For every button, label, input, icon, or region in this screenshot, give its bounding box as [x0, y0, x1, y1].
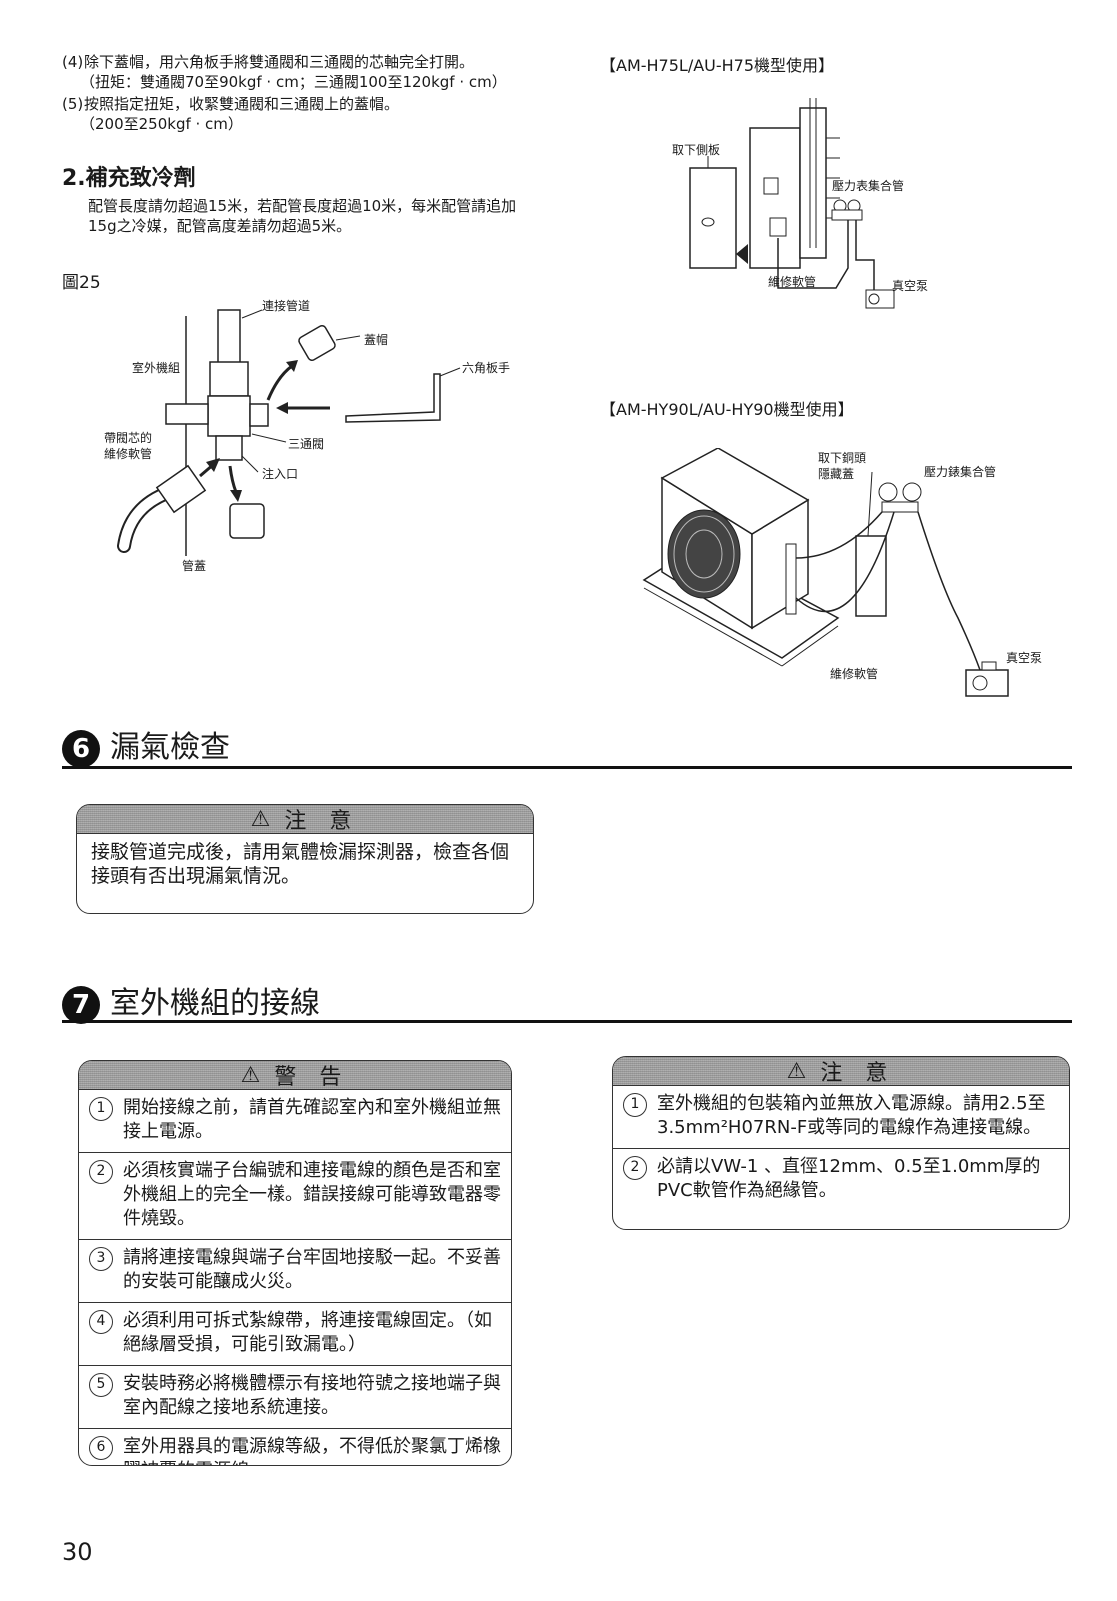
hy90-label-cover2: 隱藏蓋	[818, 467, 854, 481]
hy90-label-pump: 真空泵	[1006, 651, 1042, 665]
figure-25-diagram: 連接管道 蓋帽 室外機組 六角板手 帶閥芯的 維修軟管 三通閥 注入口 管蓋	[90, 296, 530, 586]
warning-item: 2 必須核實端子台編號和連接電線的顏色是否和室外機組上的完全一樣。錯誤接線可能導…	[79, 1153, 511, 1240]
step-number: (5)	[62, 95, 84, 113]
refill-heading: 2.補充致冷劑	[62, 166, 196, 191]
fig25-label-outdoor: 室外機組	[132, 360, 180, 375]
warning-title: 警 告	[274, 1065, 350, 1090]
warning-header: ⚠ 警 告	[79, 1061, 511, 1090]
section-6-caution-box: ⚠ 注 意 接駁管道完成後，請用氣體檢漏探測器，檢查各個接頭有否出現漏氣情況。	[76, 804, 534, 914]
item-text: 必請以VW-1 、直徑12mm、0.5至1.0mm厚的PVC軟管作為絕緣管。	[657, 1156, 1041, 1201]
item-text: 請將連接電線與端子台牢固地接駁一起。不妥善的安裝可能釀成火災。	[123, 1247, 501, 1292]
warning-item: 4 必須利用可拆式紮線帶，將連接電線固定。（如絕緣層受損，可能引致漏電。）	[79, 1303, 511, 1366]
item-text: 室外用器具的電源線等級，不得低於聚氯丁烯橡膠被覆的電源線。	[123, 1436, 501, 1465]
item-number: 3	[89, 1247, 113, 1271]
item-number: 1	[89, 1097, 113, 1121]
caution-header: ⚠ 注 意	[613, 1057, 1069, 1086]
item-text: 必須核實端子台編號和連接電線的顏色是否和室外機組上的完全一樣。錯誤接線可能導致電…	[123, 1160, 501, 1229]
fig25-label-cap: 蓋帽	[364, 332, 388, 347]
h75-label-side-panel: 取下側板	[672, 143, 720, 157]
section-6-rule	[62, 766, 1072, 769]
warning-item: 6 室外用器具的電源線等級，不得低於聚氯丁烯橡膠被覆的電源線。	[79, 1429, 511, 1465]
h75-label-pump: 真空泵	[892, 279, 928, 293]
hy90-label-gauge: 壓力錶集合管	[924, 464, 996, 479]
hy90-label-hose: 維修軟管	[830, 666, 878, 681]
caution-item: 2 必請以VW-1 、直徑12mm、0.5至1.0mm厚的PVC軟管作為絕緣管。	[613, 1149, 1069, 1211]
step-text: 按照指定扭矩，收緊雙通閥和三通閥上的蓋帽。	[84, 95, 400, 113]
section-6-title: 6 漏氣檢查	[62, 730, 230, 768]
warning-item: 1 開始接線之前，請首先確認室內和室外機組並無接上電源。	[79, 1090, 511, 1153]
section-7-rule	[62, 1020, 1072, 1023]
item-number: 6	[89, 1436, 113, 1460]
caution-title: 注 意	[284, 809, 360, 834]
item-number: 4	[89, 1310, 113, 1334]
caution-title: 注 意	[820, 1061, 896, 1086]
section-heading: 室外機組的接線	[110, 986, 320, 1021]
warning-item: 3 請將連接電線與端子台牢固地接駁一起。不妥善的安裝可能釀成火災。	[79, 1240, 511, 1303]
section-7-title: 7 室外機組的接線	[62, 986, 320, 1024]
item-text: 安裝時務必將機體標示有接地符號之接地端子與室內配線之接地系統連接。	[123, 1373, 501, 1418]
item-number: 1	[623, 1093, 647, 1117]
h75-caption: 【AM-H75L/AU-H75機型使用】	[600, 56, 835, 75]
page-number: 30	[62, 1538, 93, 1566]
h75-label-hose: 維修軟管	[768, 274, 816, 289]
fig25-label-pipe-cap: 管蓋	[182, 558, 206, 573]
step-subtext: （扭矩：雙通閥70至90kgf · cm；三通閥100至120kgf · cm）	[80, 73, 507, 91]
item-number: 5	[89, 1373, 113, 1397]
warning-triangle-icon: ⚠	[240, 1062, 261, 1088]
caution-box: ⚠ 注 意 1 室外機組的包裝箱內並無放入電源線。請用2.5至3.5mm²H07…	[612, 1056, 1070, 1230]
warning-triangle-icon: ⚠	[786, 1058, 807, 1084]
fig25-label-hex: 六角板手	[462, 361, 510, 375]
step-subtext: （200至250kgf · cm）	[80, 115, 243, 133]
h75-diagram: 取下側板 壓力表集合管 維修軟管 真空泵	[660, 98, 940, 318]
fig25-label-inlet: 注入口	[262, 466, 298, 481]
item-number: 2	[89, 1160, 113, 1184]
fig25-label-hose: 帶閥芯的	[104, 430, 152, 445]
step-text: 除下蓋帽，用六角板手將雙通閥和三通閥的芯軸完全打開。	[84, 53, 475, 71]
hy90-diagram: 取下銅頭 隱藏蓋 壓力錶集合管 維修軟管 真空泵	[642, 448, 1062, 708]
step-5: (5)按照指定扭矩，收緊雙通閥和三通閥上的蓋帽。 （200至250kgf · c…	[62, 94, 582, 134]
warning-box: ⚠ 警 告 1 開始接線之前，請首先確認室內和室外機組並無接上電源。 2 必須核…	[78, 1060, 512, 1466]
caution-item: 1 室外機組的包裝箱內並無放入電源線。請用2.5至3.5mm²H07RN-F或等…	[613, 1086, 1069, 1149]
section-number-badge: 7	[62, 986, 100, 1024]
fig25-label-hose2: 維修軟管	[104, 446, 152, 461]
section-heading: 漏氣檢查	[110, 730, 230, 765]
caution-header: ⚠ 注 意	[77, 805, 533, 834]
refill-body: 配管長度請勿超過15米，若配管長度超過10米，每米配管請追加15g之冷媒，配管高…	[88, 197, 517, 235]
hy90-caption: 【AM-HY90L/AU-HY90機型使用】	[600, 400, 854, 419]
step-number: (4)	[62, 53, 84, 71]
caution-body: 接駁管道完成後，請用氣體檢漏探測器，檢查各個接頭有否出現漏氣情況。	[91, 841, 510, 887]
warning-item: 5 安裝時務必將機體標示有接地符號之接地端子與室內配線之接地系統連接。	[79, 1366, 511, 1429]
hy90-label-cover: 取下銅頭	[818, 451, 866, 465]
h75-label-gauge: 壓力表集合管	[832, 178, 904, 193]
fig25-label-three-way: 三通閥	[288, 437, 324, 451]
step-4: (4)除下蓋帽，用六角板手將雙通閥和三通閥的芯軸完全打開。 （扭矩：雙通閥70至…	[62, 52, 582, 92]
item-number: 2	[623, 1156, 647, 1180]
item-text: 室外機組的包裝箱內並無放入電源線。請用2.5至3.5mm²H07RN-F或等同的…	[657, 1093, 1046, 1138]
section-number-badge: 6	[62, 730, 100, 768]
item-text: 必須利用可拆式紮線帶，將連接電線固定。（如絕緣層受損，可能引致漏電。）	[123, 1310, 492, 1355]
fig25-label-pipe: 連接管道	[262, 298, 310, 313]
warning-triangle-icon: ⚠	[250, 806, 271, 832]
figure-25-label: 圖25	[62, 273, 101, 293]
item-text: 開始接線之前，請首先確認室內和室外機組並無接上電源。	[123, 1097, 501, 1142]
